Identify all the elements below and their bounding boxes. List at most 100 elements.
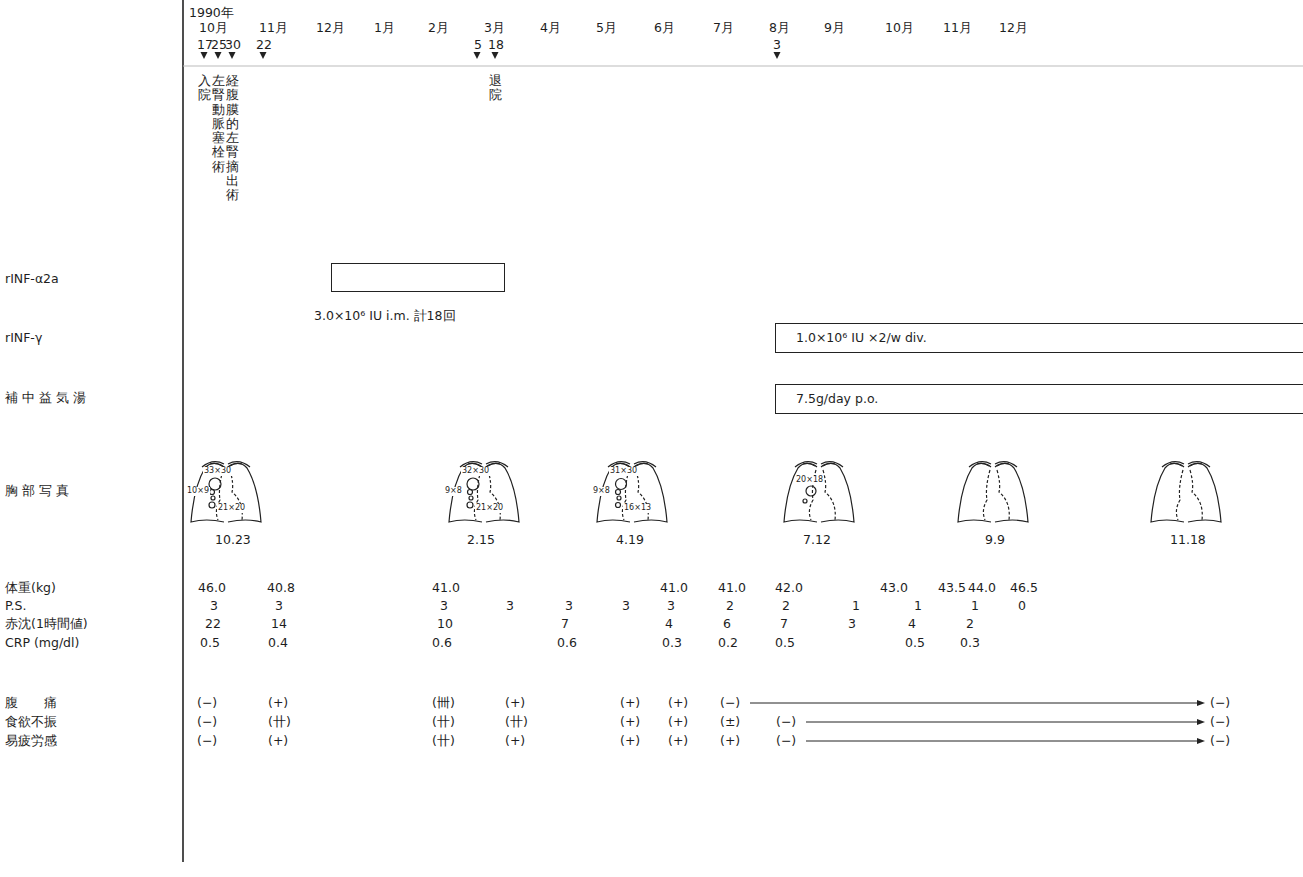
symptom-grade: (−) (197, 695, 217, 710)
symptom-grade: (卌) (432, 695, 455, 710)
crp-value: 0.3 (960, 635, 980, 650)
crp-value: 0.6 (557, 635, 577, 650)
esr-value: 7 (561, 616, 569, 631)
event-marker (229, 52, 236, 59)
esr-value: 4 (908, 616, 916, 631)
symptom-grade: (卄) (432, 733, 455, 748)
crp-value: 0.2 (718, 635, 738, 650)
month-label: 3月 (484, 20, 505, 35)
lesion-size: 16×13 (623, 504, 652, 513)
row-label: 胸部写真 (5, 483, 73, 498)
day-label: 25 (211, 37, 227, 52)
xray-date: 11.18 (1170, 532, 1206, 547)
event-marker (774, 52, 781, 59)
symptom-grade: (+) (505, 695, 525, 710)
weight-value: 41.0 (660, 580, 688, 595)
symptom-grade: (−) (776, 714, 796, 729)
xray-date: 7.12 (803, 532, 831, 547)
apex-line (1170, 463, 1202, 467)
event-label: 経腹膜的左腎摘出術 (226, 74, 239, 203)
lesion-size: 9×8 (592, 487, 611, 496)
symptom-grade: (−) (1210, 695, 1230, 710)
month-label: 11月 (259, 20, 288, 35)
apex-line (803, 463, 835, 467)
esr-value: 3 (848, 616, 856, 631)
continuation-arrow (806, 741, 1199, 742)
esr-value: 4 (665, 616, 673, 631)
month-label: 11月 (943, 20, 972, 35)
symptom-grade: (±) (720, 714, 740, 729)
clavicle-line (1162, 462, 1210, 467)
weight-value: 46.0 (198, 580, 226, 595)
ps-value: 3 (667, 598, 675, 613)
symptom-grade: (−) (720, 695, 740, 710)
lesion-size: 10×9 (186, 487, 210, 496)
month-label: 12月 (999, 20, 1028, 35)
mediastinum-outline (983, 470, 1009, 520)
symptom-grade: (+) (720, 733, 740, 748)
ps-value: 3 (565, 598, 573, 613)
month-label: 6月 (654, 20, 675, 35)
lesion-size: 33×30 (203, 467, 232, 476)
symptom-grade: (+) (620, 695, 640, 710)
symptom-grade: (+) (668, 695, 688, 710)
continuation-arrow (750, 703, 1199, 704)
symptom-grade: (−) (1210, 733, 1230, 748)
treatment-period-box: 7.5g/day p.o. (775, 384, 1303, 414)
ps-value: 3 (275, 598, 283, 613)
clavicle-line (969, 462, 1017, 467)
weight-value: 46.5 (1010, 580, 1038, 595)
lesion-circle (806, 486, 816, 496)
day-label: 3 (773, 37, 781, 52)
continuation-arrow (806, 722, 1199, 723)
row-label: 腹 痛 (5, 695, 57, 710)
weight-value: 42.0 (775, 580, 803, 595)
dose-text: 3.0×10⁶ IU i.m. 計18回 (314, 308, 456, 323)
month-label: 10月 (885, 20, 914, 35)
day-label: 18 (488, 37, 504, 52)
month-label: 7月 (713, 20, 734, 35)
esr-value: 7 (780, 616, 788, 631)
arrow-head (1197, 738, 1205, 744)
left-lung-outline (995, 463, 1028, 522)
row-label: 食欲不振 (5, 714, 57, 729)
event-marker (201, 52, 208, 59)
year-label: 1990年 (189, 5, 234, 20)
crp-value: 0.4 (268, 635, 288, 650)
apex-line (977, 463, 1009, 467)
event-marker (492, 52, 499, 59)
lesion-circle (467, 502, 473, 508)
lesion-size: 32×30 (461, 467, 490, 476)
row-label: 易疲労感 (5, 733, 57, 748)
symptom-grade: (−) (1210, 714, 1230, 729)
lesion-circle (210, 490, 215, 495)
weight-value: 40.8 (267, 580, 295, 595)
symptom-grade: (卄) (268, 714, 291, 729)
month-label: 4月 (540, 20, 561, 35)
ps-value: 3 (210, 598, 218, 613)
day-label: 17 (197, 37, 213, 52)
event-marker (215, 52, 222, 59)
dose-text: 1.0×10⁶ IU ×2/w div. (796, 330, 1293, 345)
event-marker (474, 52, 481, 59)
lesion-size: 31×30 (609, 467, 638, 476)
symptom-grade: (+) (268, 695, 288, 710)
esr-value: 2 (966, 616, 974, 631)
month-label: 2月 (428, 20, 449, 35)
ps-value: 1 (971, 598, 979, 613)
left-lung-outline (821, 463, 854, 522)
row-label: rINF-α2a (5, 271, 59, 286)
lesion-circle (209, 502, 215, 508)
left-lung-outline (1188, 463, 1221, 522)
lesion-circle (616, 479, 627, 490)
arrow-head (1197, 719, 1205, 725)
month-label: 9月 (824, 20, 845, 35)
weight-value: 41.0 (432, 580, 460, 595)
row-label: rINF-γ (5, 330, 42, 345)
lesion-circle (616, 503, 621, 508)
ps-value: 2 (726, 598, 734, 613)
ps-value: 0 (1018, 598, 1026, 613)
crp-value: 0.5 (200, 635, 220, 650)
symptom-grade: (−) (197, 733, 217, 748)
